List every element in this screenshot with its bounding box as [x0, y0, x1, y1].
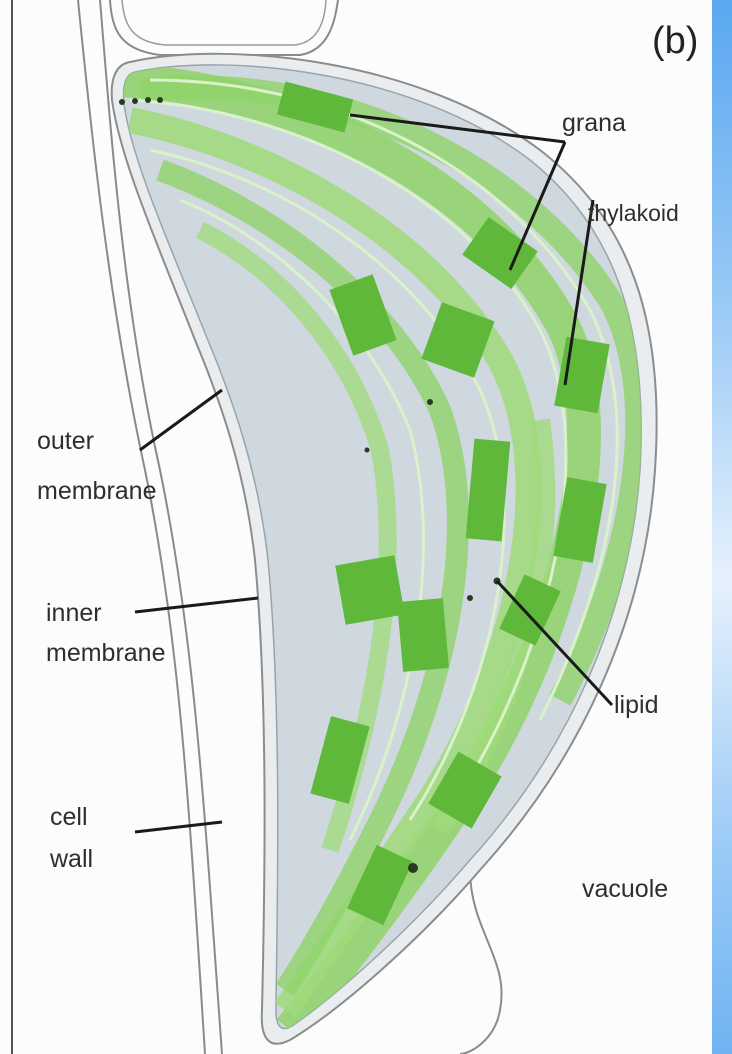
cell-wall-label-line1: cell — [50, 800, 88, 834]
vacuole-edge-outline — [460, 870, 502, 1054]
panel-label: (b) — [652, 20, 698, 62]
vacuole-label: vacuole — [582, 872, 668, 906]
inner-membrane-leader-line — [135, 598, 258, 612]
granum — [335, 555, 405, 625]
outer-membrane-label-line1: outer — [37, 424, 94, 458]
lipid-droplet — [132, 98, 138, 104]
outer-membrane-label-line2: membrane — [37, 474, 157, 508]
lipid-droplet — [408, 863, 418, 873]
grana-label: grana — [562, 106, 626, 140]
inner-membrane-label-line2: membrane — [46, 636, 166, 670]
lipid-droplet — [365, 448, 370, 453]
lipid-droplet — [467, 595, 473, 601]
lipid-droplet — [157, 97, 163, 103]
thylakoid-label: thylakoid — [588, 196, 679, 230]
lipid-droplet — [145, 97, 151, 103]
cell-wall-label-line2: wall — [50, 842, 93, 876]
inner-membrane-label-line1: inner — [46, 596, 102, 630]
neighbor-cell-inner-outline — [122, 0, 326, 45]
lipid-label: lipid — [614, 688, 658, 722]
neighbor-cell-outline — [110, 0, 338, 55]
outer-membrane-leader-line — [140, 390, 222, 450]
granum — [397, 598, 449, 672]
lipid-droplet — [427, 399, 433, 405]
lipid-droplet — [119, 99, 125, 105]
cell-wall-leader-line — [135, 822, 222, 832]
